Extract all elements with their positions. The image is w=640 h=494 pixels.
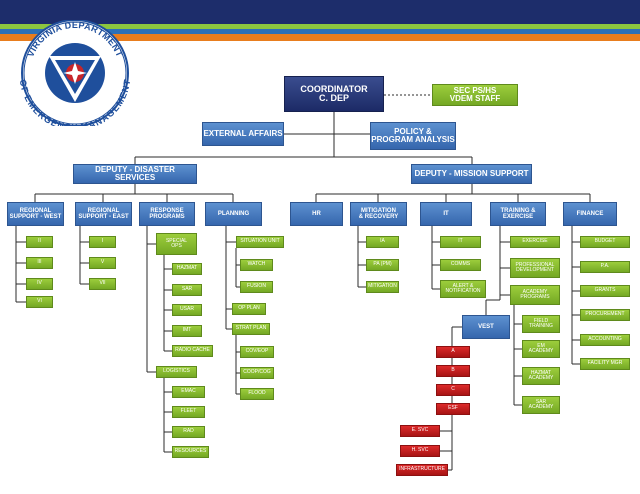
header-stripe-blue <box>0 29 640 34</box>
org-node-ia: IA <box>366 236 399 248</box>
org-node-e-svc: E. SVC <box>400 425 440 437</box>
org-node-red-a: A <box>436 346 470 358</box>
org-node-w-ii: II <box>26 236 53 248</box>
org-node-hazmat: HAZMAT <box>172 263 202 275</box>
org-node-alert: ALERT & NOTIFICATION <box>440 280 486 298</box>
org-node-red-esf: ESF <box>436 403 470 415</box>
org-node-sar-academy: SAR ACADEMY <box>522 396 560 414</box>
org-node-deputy-ds: DEPUTY - DISASTER SERVICES <box>73 164 197 184</box>
org-node-field-training: FIELD TRAINING <box>522 315 560 333</box>
org-node-hazmat-academy: HAZMAT ACADEMY <box>522 367 560 385</box>
org-node-sec: SEC PS/HS VDEM STAFF <box>432 84 518 106</box>
org-node-resources: RESOURCES <box>172 446 209 458</box>
org-node-rs-east: REGIONAL SUPPORT - EAST <box>75 202 132 226</box>
org-node-vest: VEST <box>462 315 510 339</box>
header-stripe-green <box>0 24 640 29</box>
org-node-e-i: I <box>89 236 116 248</box>
org-node-procurement: PROCUREMENT <box>580 309 630 321</box>
org-node-rad: RAD <box>172 426 205 438</box>
org-node-policy: POLICY & PROGRAM ANALYSIS <box>370 122 456 150</box>
org-node-external-affairs: EXTERNAL AFFAIRS <box>202 122 284 146</box>
org-node-watch: WATCH <box>240 259 273 271</box>
org-node-it-sub: IT <box>440 236 481 248</box>
org-node-academy-programs: ACADEMY PROGRAMS <box>510 285 560 305</box>
org-node-special-ops: SPECIAL OPS <box>156 233 197 255</box>
header-stripe-orange <box>0 34 640 41</box>
org-node-strat-plan: STRAT PLAN <box>232 323 270 335</box>
org-node-exercise: EXERCISE <box>510 236 560 248</box>
org-node-coop-cog: COOP/COG <box>240 367 274 379</box>
org-node-hr: HR <box>290 202 343 226</box>
org-node-e-vii: VII <box>89 278 116 290</box>
org-node-response: RESPONSE PROGRAMS <box>139 202 195 226</box>
org-node-usar: USAR <box>172 304 202 316</box>
org-node-radio-cache: RADIO CACHE <box>172 345 213 357</box>
org-node-cov-eop: COV/EOP <box>240 346 274 358</box>
org-node-w-iii: III <box>26 257 53 269</box>
org-node-mitigation: MITIGATION <box>366 281 399 293</box>
org-node-imt: IMT <box>172 325 202 337</box>
org-node-emac: EMAC <box>172 386 205 398</box>
org-node-w-vi: VI <box>26 296 53 308</box>
org-node-red-c: C <box>436 384 470 396</box>
vdem-logo: VIRGINIA DEPARTMENT OF EMERGENCY MANAGEM… <box>18 20 132 126</box>
org-node-logistics: LOGISTICS <box>156 366 197 378</box>
org-node-deputy-ms: DEPUTY - MISSION SUPPORT <box>411 164 532 184</box>
org-node-em-academy: EM ACADEMY <box>522 340 560 358</box>
org-node-it: IT <box>420 202 472 226</box>
org-node-prof-dev: PROFESSIONAL DEVELOPMENT <box>510 258 560 278</box>
org-node-coordinator: COORDINATOR C. DEP <box>284 76 384 112</box>
org-node-infrastructure: INFRASTRUCTURE <box>396 464 448 476</box>
org-node-pa-pm: PA (PM) <box>366 259 399 271</box>
org-node-h-svc: H. SVC <box>400 445 440 457</box>
org-node-fleet: FLEET <box>172 406 205 418</box>
org-node-red-b: B <box>436 365 470 377</box>
org-node-e-v: V <box>89 257 116 269</box>
org-node-sar: SAR <box>172 284 202 296</box>
org-node-accounting: ACCOUNTING <box>580 334 630 346</box>
org-node-planning: PLANNING <box>205 202 262 226</box>
org-node-mitigation-recovery: MITIGATION & RECOVERY <box>350 202 407 226</box>
org-node-facility-mgr: FACILITY MGR <box>580 358 630 370</box>
org-node-situation-unit: SITUATION UNIT <box>236 236 284 248</box>
org-node-budget: BUDGET <box>580 236 630 248</box>
org-node-pa-fin: P.A. <box>580 261 630 273</box>
header-band <box>0 0 640 24</box>
org-node-fusion: FUSION <box>240 281 273 293</box>
org-node-w-iv: IV <box>26 278 53 290</box>
org-node-rs-west: REGIONAL SUPPORT - WEST <box>7 202 64 226</box>
org-node-flood: FLOOD <box>240 388 274 400</box>
org-node-op-plan: OP PLAN <box>232 303 266 315</box>
org-node-training: TRAINING & EXERCISE <box>490 202 546 226</box>
org-node-finance: FINANCE <box>563 202 617 226</box>
org-node-grants: GRANTS <box>580 285 630 297</box>
org-node-comms: COMMS <box>440 259 481 271</box>
